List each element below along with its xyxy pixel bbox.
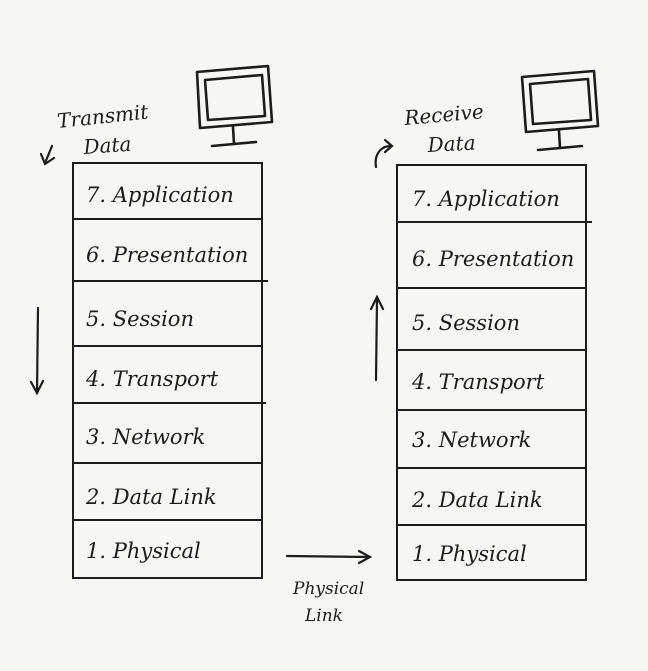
receiver-caption-line2: Data xyxy=(426,131,476,158)
sender-layer-1: 1. Physical xyxy=(86,539,201,563)
receiver-layer-4: 4. Transport xyxy=(411,370,545,394)
sender-down-arrow xyxy=(29,306,45,396)
receiver-layer-1: 1. Physical xyxy=(412,542,527,566)
sender-monitor-icon xyxy=(195,64,274,148)
sender-layer-7: 7. Application xyxy=(86,183,234,207)
sender-stack-frame xyxy=(72,162,263,579)
receiver-layer-5: 5. Session xyxy=(412,311,520,335)
sender-layer-3: 3. Network xyxy=(86,425,205,449)
receiver-layer-2: 2. Data Link xyxy=(411,488,543,512)
physical-link-label-line1: Physical xyxy=(292,579,364,599)
receiver-layer-3: 3. Network xyxy=(412,428,531,452)
receiver-stack-frame xyxy=(396,164,587,581)
physical-link-label-line2: Link xyxy=(304,606,343,626)
receiver-monitor-icon xyxy=(520,69,600,152)
sender-layer-4: 4. Transport xyxy=(85,367,219,391)
receiver-layer-7: 7. Application xyxy=(412,187,560,211)
sender-caption-line1: Transmit xyxy=(56,99,150,133)
receiver-up-arrow xyxy=(369,294,385,382)
receiver-layer-dividers xyxy=(397,221,592,526)
sender-curve-arrow xyxy=(39,144,56,166)
sender-layer-6: 6. Presentation xyxy=(86,243,248,267)
receiver-caption-line1: Receive xyxy=(402,99,484,130)
sender-layer-2: 2. Data Link xyxy=(85,485,217,509)
sender-caption-line2: Data xyxy=(82,132,132,159)
receiver-curve-arrow xyxy=(374,138,394,169)
sender-layer-dividers xyxy=(73,218,268,521)
physical-link-arrow xyxy=(285,549,373,565)
receiver-layer-6: 6. Presentation xyxy=(412,247,574,271)
sender-layer-5: 5. Session xyxy=(86,307,194,331)
